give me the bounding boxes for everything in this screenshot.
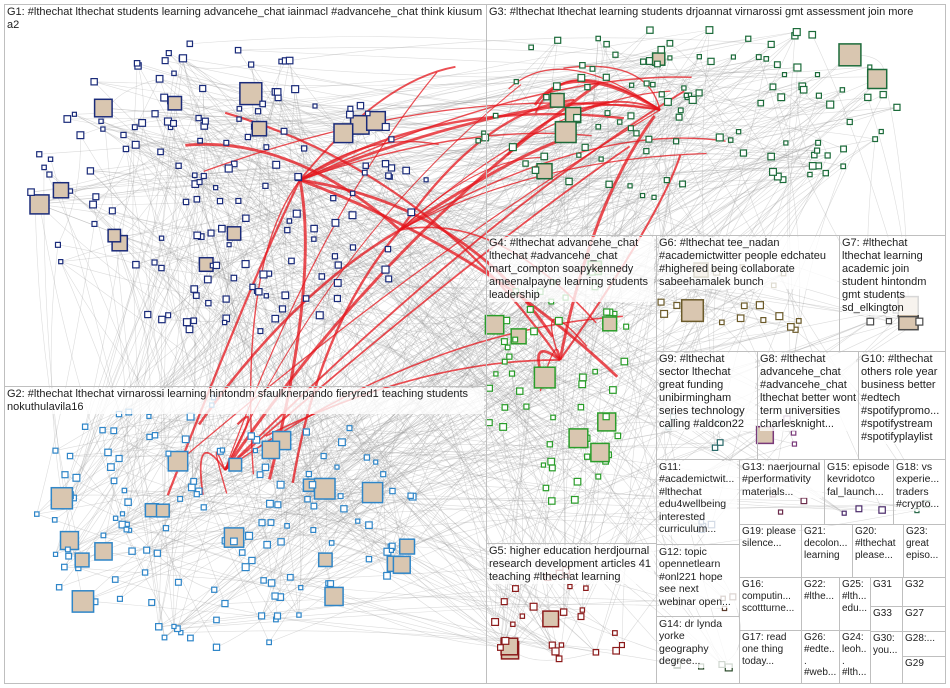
group-label-g1: G1: #lthechat lthechat students learning… — [7, 6, 484, 32]
group-box-g10: G10: #lthechat others role year business… — [858, 351, 946, 460]
group-label-g24: G24: leoh... #lth... — [842, 632, 868, 679]
group-label-g30: G30: you... — [873, 633, 900, 657]
group-box-g17: G17: read one thing today... — [739, 630, 802, 684]
group-label-g19: G19: please silence... — [742, 526, 799, 550]
group-label-g13: G13: naerjournal #performativity materia… — [742, 461, 822, 498]
group-label-g27: G27 — [905, 608, 943, 620]
group-label-g23: G23: great episo... — [906, 526, 943, 561]
group-label-g7: G7: #lthechat lthechat learning academic… — [842, 237, 943, 315]
group-box-g23: G23: great episo... — [903, 524, 946, 578]
group-label-g3: G3: #lthechat lthechat learning students… — [489, 6, 943, 19]
group-box-g31: G31 — [870, 577, 903, 607]
group-box-g9: G9: #lthechat sector lthechat great fund… — [656, 351, 758, 460]
group-label-g6: G6: #lthechat tee_nadan #academictwitter… — [659, 237, 837, 289]
group-box-g11: G11: #academictwit... #lthechat edu4well… — [656, 459, 740, 545]
group-box-g14: G14: dr lynda yorke geography degree... — [656, 616, 740, 684]
group-box-g2: G2: #lthechat lthechat virnarossi learni… — [4, 386, 487, 684]
group-label-g12: G12: topic opennetlearn #onl221 hope see… — [659, 546, 737, 608]
group-box-g12: G12: topic opennetlearn #onl221 hope see… — [656, 544, 740, 617]
group-box-g19: G19: please silence... — [739, 524, 802, 578]
group-label-g17: G17: read one thing today... — [742, 632, 799, 667]
group-label-g28: G28:... — [905, 633, 943, 645]
group-box-g28: G28:... — [902, 631, 946, 657]
group-label-g33: G33 — [873, 608, 900, 620]
group-label-g20: G20: #lthechat please... — [855, 526, 901, 561]
group-label-g26: G26: #edte... #web... — [804, 632, 837, 679]
group-label-g32: G32 — [905, 579, 943, 591]
group-box-g25: G25: #lth... edu... — [839, 577, 871, 631]
group-box-g13: G13: naerjournal #performativity materia… — [739, 459, 825, 525]
group-box-g29: G29 — [902, 656, 946, 684]
group-box-g16: G16: computin... scottturne... — [739, 577, 802, 631]
group-label-g31: G31 — [873, 579, 900, 591]
group-label-g5: G5: higher education herdjournal researc… — [489, 545, 654, 584]
group-label-g11: G11: #academictwit... #lthechat edu4well… — [659, 461, 737, 535]
group-box-g18: G18: vs experie... traders #crypto... — [893, 459, 946, 525]
group-box-g30: G30: you... — [870, 631, 903, 684]
group-box-g20: G20: #lthechat please... — [852, 524, 904, 578]
group-box-g32: G32 — [902, 577, 946, 607]
group-box-g3: G3: #lthechat lthechat learning students… — [486, 4, 946, 236]
group-label-g8: G8: #lthechat advancehe_chat #advancehe_… — [760, 353, 856, 431]
group-box-g4: G4: #lthechat advancehe_chat lthechat #a… — [486, 235, 657, 544]
group-box-g8: G8: #lthechat advancehe_chat #advancehe_… — [757, 351, 859, 460]
group-box-g5: G5: higher education herdjournal researc… — [486, 543, 657, 684]
group-label-g18: G18: vs experie... traders #crypto... — [896, 461, 943, 511]
group-box-g6: G6: #lthechat tee_nadan #academictwitter… — [656, 235, 840, 352]
group-box-g15: G15: episode kevridotco fal_launch... — [824, 459, 894, 525]
group-label-g2: G2: #lthechat lthechat virnarossi learni… — [7, 388, 484, 414]
group-label-g15: G15: episode kevridotco fal_launch... — [827, 461, 891, 498]
group-label-g29: G29 — [905, 658, 943, 670]
group-label-g21: G21: decolon... learning — [804, 526, 850, 561]
group-label-g22: G22: #lthe... — [804, 579, 837, 603]
group-label-g25: G25: #lth... edu... — [842, 579, 868, 614]
group-box-g33: G33 — [870, 606, 903, 632]
group-box-g1: G1: #lthechat lthechat students learning… — [4, 4, 487, 387]
group-box-g7: G7: #lthechat lthechat learning academic… — [839, 235, 946, 352]
group-label-g14: G14: dr lynda yorke geography degree... — [659, 618, 737, 668]
group-box-g26: G26: #edte... #web... — [801, 630, 840, 684]
group-label-g4: G4: #lthechat advancehe_chat lthechat #a… — [489, 237, 654, 302]
group-box-g27: G27 — [902, 606, 946, 632]
group-label-g9: G9: #lthechat sector lthechat great fund… — [659, 353, 755, 431]
group-box-g24: G24: leoh... #lth... — [839, 630, 871, 684]
group-box-g22: G22: #lthe... — [801, 577, 840, 631]
group-label-g10: G10: #lthechat others role year business… — [861, 353, 943, 444]
group-label-g16: G16: computin... scottturne... — [742, 579, 799, 614]
group-box-g21: G21: decolon... learning — [801, 524, 853, 578]
